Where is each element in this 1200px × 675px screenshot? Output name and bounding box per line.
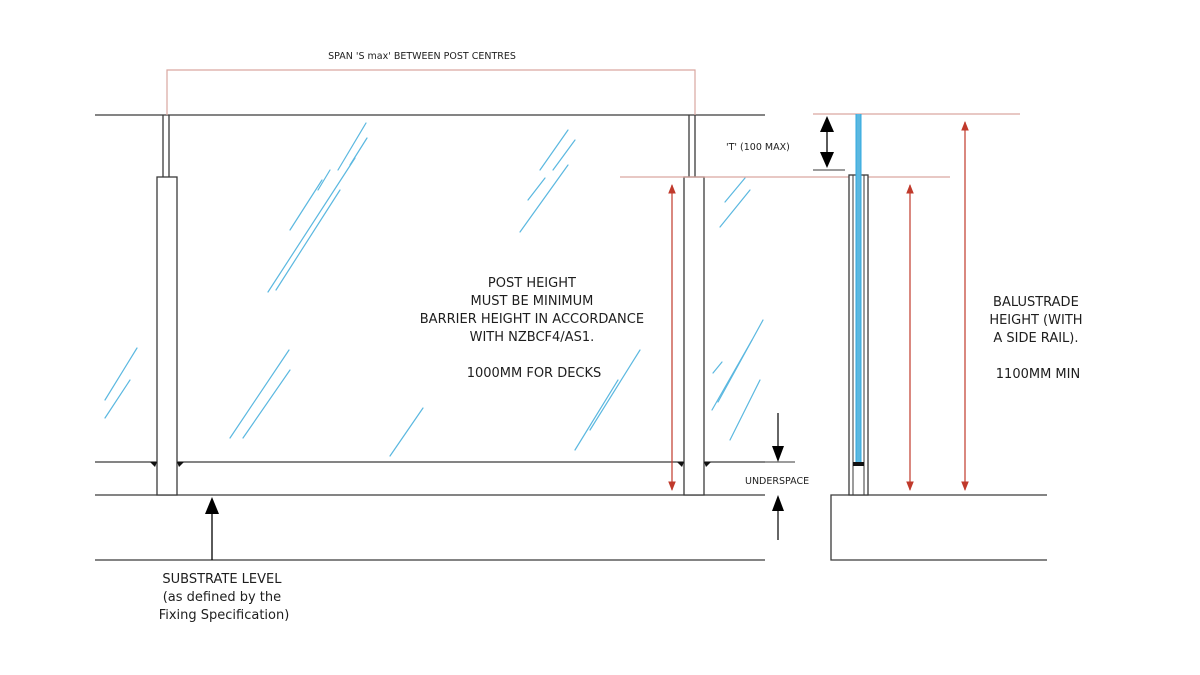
right-post	[683, 176, 705, 496]
section-substrate	[830, 494, 1047, 561]
front-elevation: SPAN 'S max' BETWEEN POST CENTRES POST H…	[95, 51, 950, 623]
post-height-text: POST HEIGHT MUST BE MINIMUM BARRIER HEIG…	[420, 276, 648, 381]
section-glass	[856, 114, 861, 464]
span-dimension-bracket	[166, 69, 696, 115]
left-post	[156, 176, 178, 496]
substrate-arrow	[205, 497, 219, 560]
t-max-label: 'T' (100 MAX)	[726, 142, 790, 153]
glass-reflection-marks	[104, 122, 764, 457]
underspace-arrows	[765, 413, 795, 540]
balustrade-text: BALUSTRADE HEIGHT (WITH A SIDE RAIL). 11…	[989, 295, 1086, 382]
underspace-label: UNDERSPACE	[745, 476, 809, 487]
side-section: 'T' (100 MAX) BALUSTRADE HEIGHT (WITH A …	[726, 113, 1086, 561]
substrate-label: SUBSTRATE LEVEL (as defined by the Fixin…	[159, 572, 290, 623]
span-label: SPAN 'S max' BETWEEN POST CENTRES	[328, 51, 516, 62]
